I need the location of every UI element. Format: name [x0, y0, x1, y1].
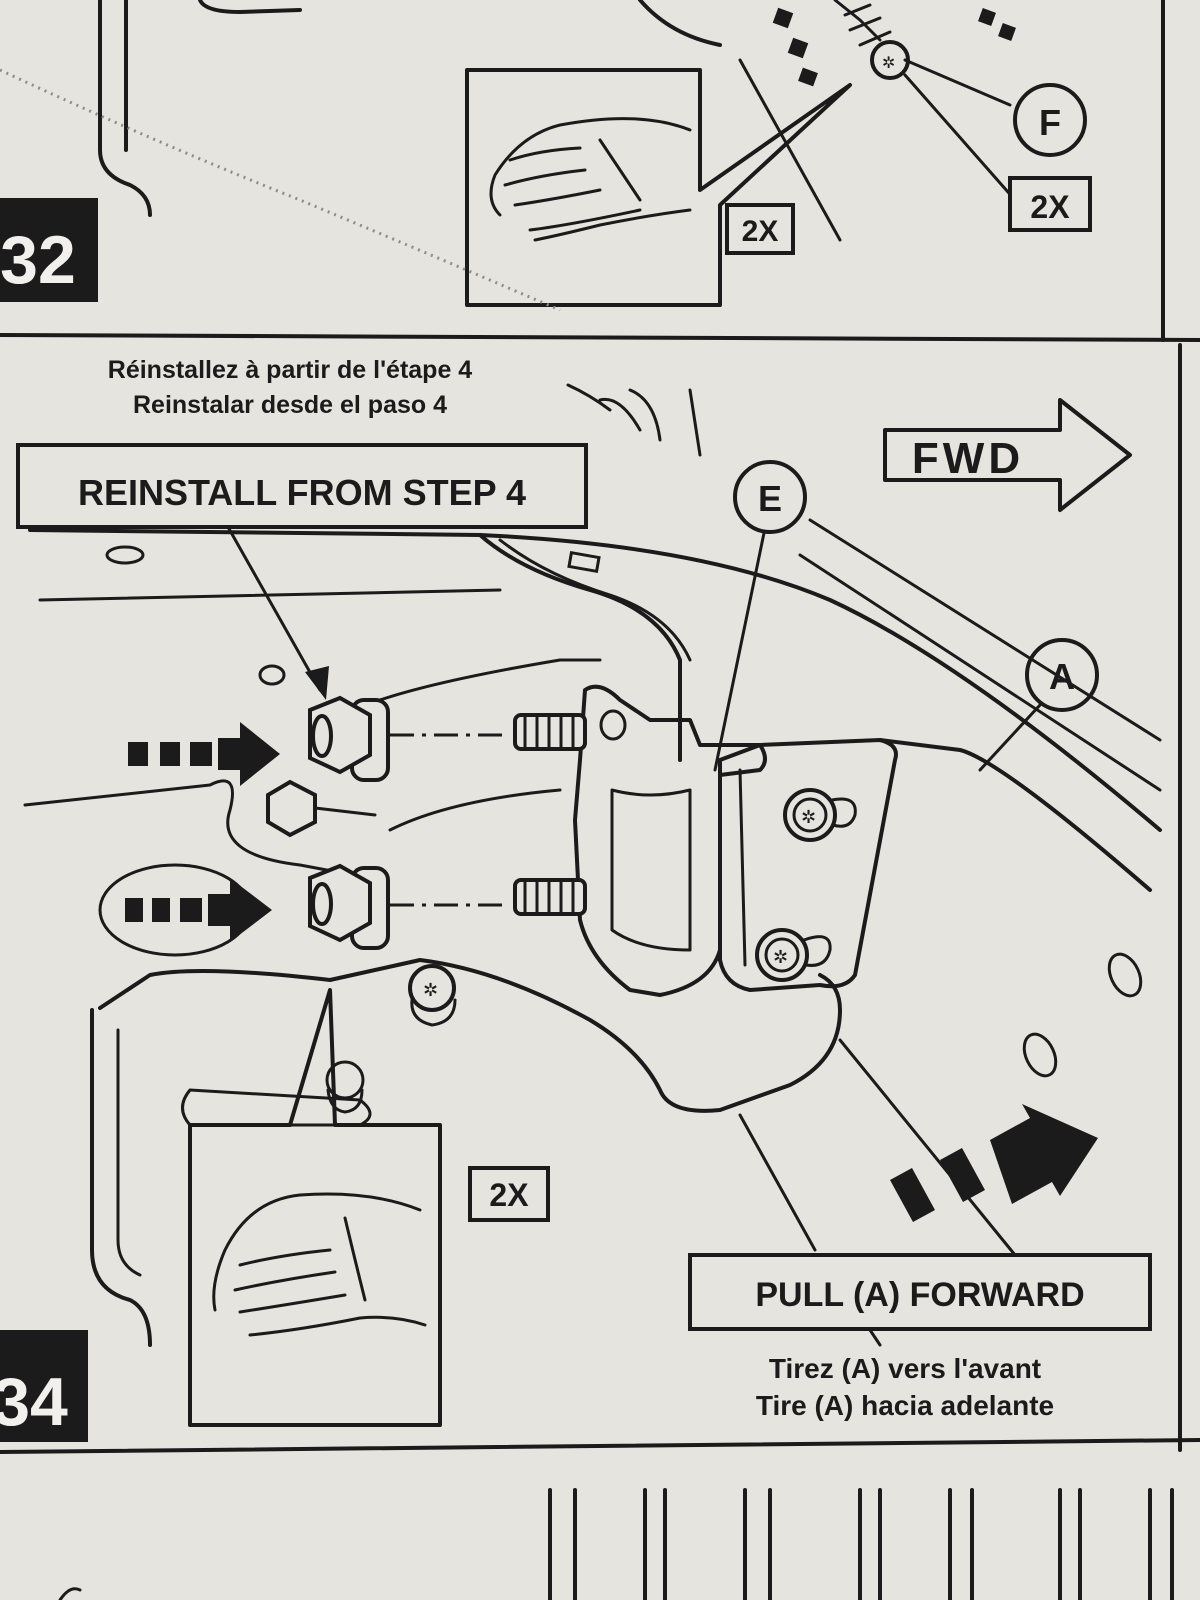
screw-f: ✲: [833, 0, 910, 80]
note-spanish: Reinstalar desde el paso 4: [133, 391, 447, 419]
step-number-34: 34: [0, 1364, 68, 1440]
note-french: Réinstallez à partir de l'étape 4: [108, 356, 473, 384]
leader-f: [903, 58, 1012, 107]
qty-box-right-32: [1008, 176, 1092, 232]
pull-spanish: Tire (A) hacia adelante: [756, 1390, 1054, 1421]
callout-e-label: E: [758, 478, 782, 519]
torx-bolt-lower: ✲: [755, 928, 832, 982]
pull-label-box: [688, 1253, 1152, 1331]
callout-f-circle: [1013, 83, 1087, 157]
svg-text:✲: ✲: [882, 55, 895, 72]
leader-reinstall-arrowhead: [305, 666, 329, 700]
body-panel-lines: [23, 518, 1162, 1078]
hinge-plate-edge: [738, 768, 747, 967]
arm-sleeve-32: [638, 0, 722, 47]
stud-upper: [513, 713, 587, 751]
callout-a-label: A: [1049, 656, 1075, 697]
callout-a-circle: [1025, 638, 1099, 712]
pull-label: PULL (A) FORWARD: [755, 1276, 1084, 1314]
callout-f-label: F: [1039, 102, 1061, 143]
leader-reinstall: [226, 525, 322, 692]
reinstall-label-box: [16, 443, 588, 529]
step-number-32: 32: [0, 222, 76, 298]
callout-e-circle: [733, 460, 807, 534]
hinge-pivot-hole: [599, 709, 627, 741]
fwd-label: FWD: [912, 434, 1024, 483]
install-arrow-lower: [98, 863, 272, 957]
leader-f-qty: [903, 73, 1017, 202]
flange-nut-upper: [308, 695, 390, 782]
note-leader: [566, 383, 662, 442]
hand-icon-32: [489, 117, 692, 242]
door-hinge-plate-a: [718, 738, 898, 992]
qty-label-left-32: 2X: [742, 215, 779, 248]
mounting-plate: [98, 958, 842, 1113]
qty-box-34: [468, 1166, 550, 1222]
note-leader-2: [688, 388, 702, 457]
fwd-arrow: [883, 398, 1132, 512]
hand-inset-box-34: [188, 988, 442, 1427]
lower-bracket-edge: [90, 1008, 152, 1347]
svg-text:✲: ✲: [423, 980, 438, 1000]
guide-line-door: [838, 1038, 1017, 1257]
svg-text:✲: ✲: [773, 947, 788, 967]
motion-dashes-32: [772, 7, 1016, 87]
pencil-mark: [0, 68, 561, 312]
hand-inset-box-32: [465, 68, 852, 307]
torx-bolt-plate: ✲: [325, 964, 457, 1114]
step-number-tab-34: [0, 1330, 88, 1442]
panel-bottom-border: [0, 1438, 1200, 1454]
svg-text:✲: ✲: [801, 807, 816, 827]
guide-line-door-3: [868, 1328, 882, 1347]
step-number-tab-32: [0, 198, 98, 302]
hex-bolt-middle: [266, 779, 377, 838]
lower-bracket-inner: [116, 1028, 142, 1277]
hand-upper-32: [198, 0, 302, 14]
panel-divider: [0, 333, 1200, 342]
panel-32: ✲ F 2X 2X 32: [0, 0, 1200, 342]
stud-lower: [513, 878, 587, 916]
guide-line-32: [738, 58, 842, 242]
flange-nut-lower: [308, 863, 390, 950]
guide-line-door-2: [738, 1113, 817, 1252]
hand-icon-34: [212, 1192, 427, 1337]
qty-box-left-32: [725, 203, 795, 255]
reinstall-label: REINSTALL FROM STEP 4: [78, 472, 526, 513]
pull-french: Tirez (A) vers l'avant: [769, 1353, 1041, 1384]
leader-a: [978, 703, 1042, 772]
hinge-bracket-cutout: [610, 788, 692, 952]
qty-label-right-32: 2X: [1030, 189, 1070, 225]
qty-label-34: 2X: [489, 1177, 529, 1213]
torx-bolt-upper: ✲: [783, 788, 857, 842]
pull-forward-arrow: [890, 1104, 1098, 1222]
panel-34: Réinstallez à partir de l'étape 4 Reinst…: [0, 343, 1200, 1454]
install-arrow-upper: [128, 722, 280, 786]
bracket-edge-32: [98, 0, 152, 217]
door-edge-a: [878, 738, 1152, 892]
next-panel-partial: [58, 1488, 1174, 1600]
